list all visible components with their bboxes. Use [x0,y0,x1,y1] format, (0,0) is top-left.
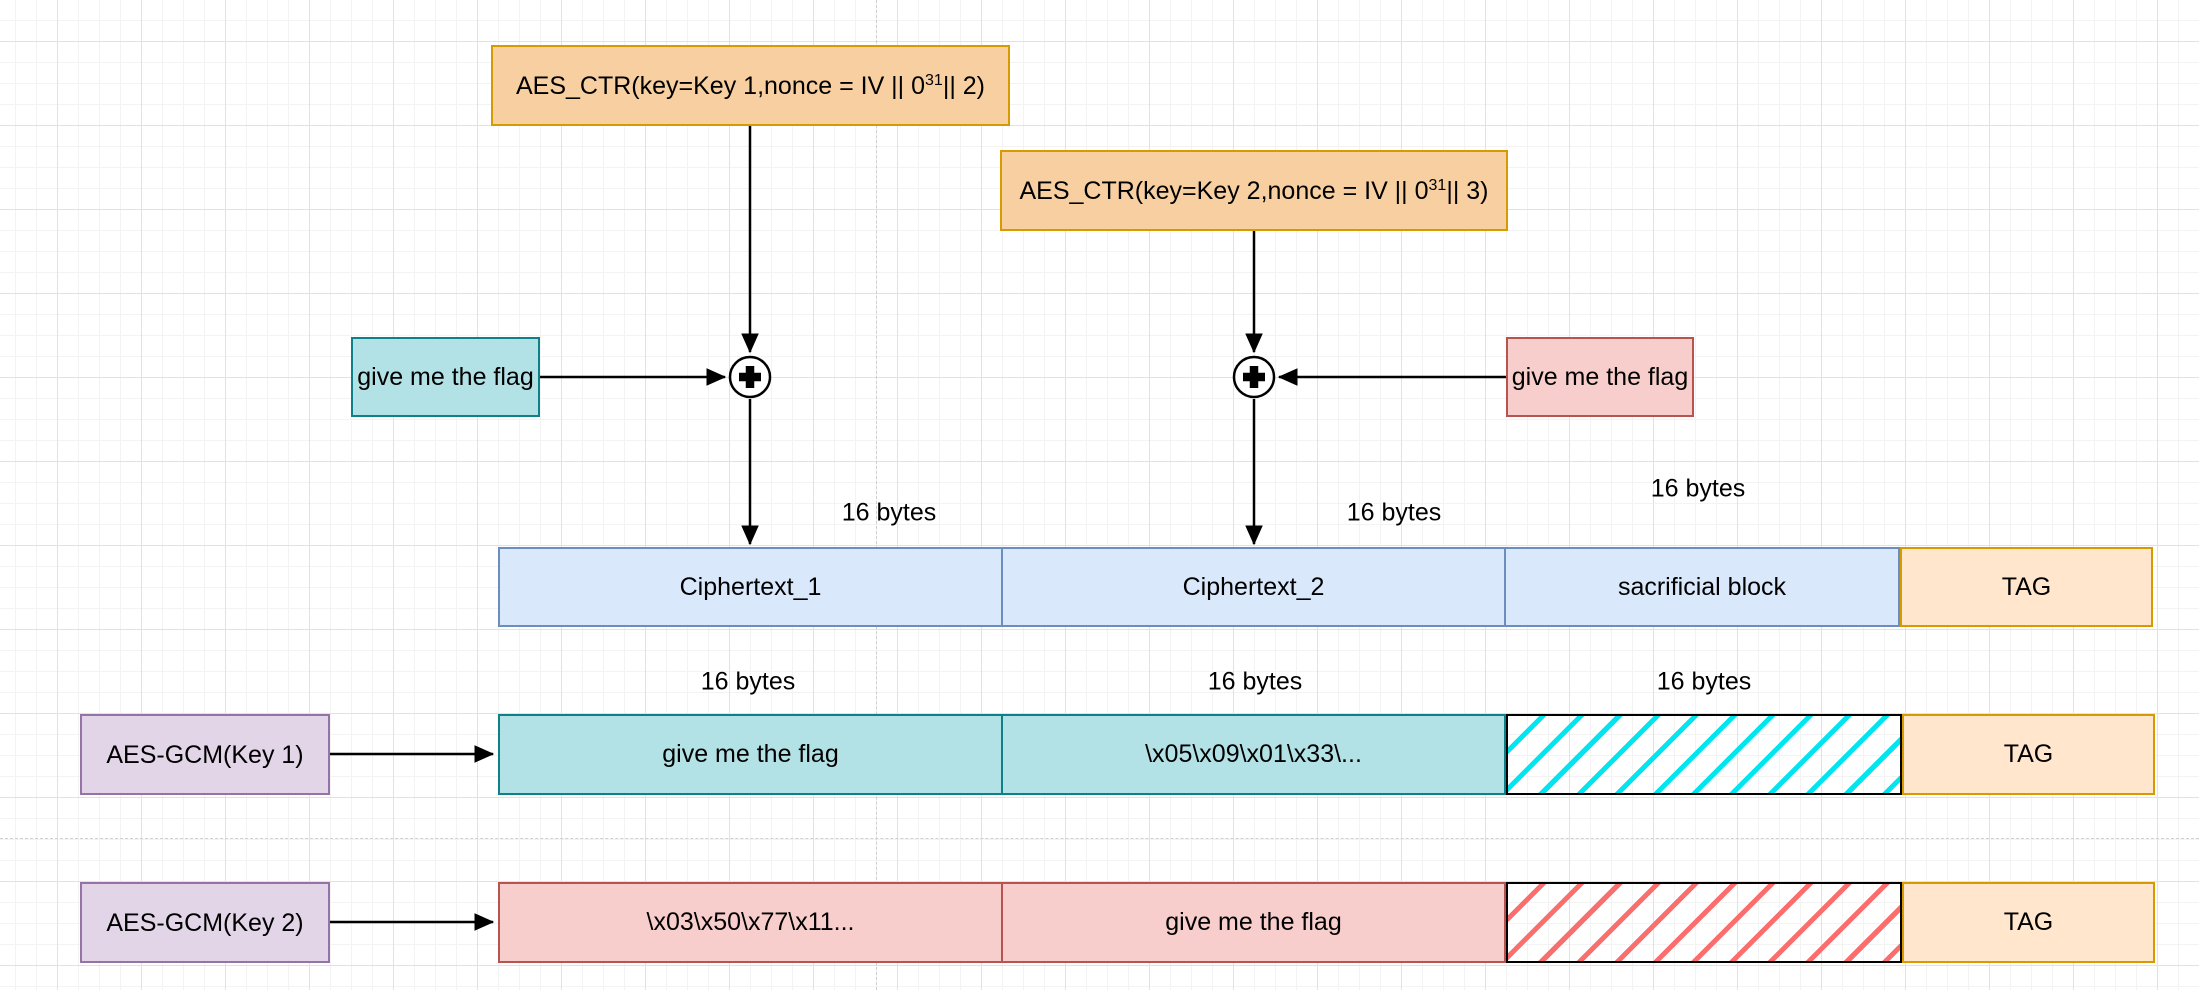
plaintext-box-left: give me the flag [351,337,540,417]
ciphertext2-cell: Ciphertext_2 [1001,547,1506,627]
size-label: 16 bytes [700,667,796,696]
size-label: 16 bytes [1650,474,1746,503]
aes-gcm-key1-box: AES-GCM(Key 1) [80,714,330,795]
tag-cell: TAG [1900,547,2153,627]
gcm2-tag-cell: TAG [1902,882,2155,963]
gcm1-tag-cell: TAG [1902,714,2155,795]
gcm1-garbage-cell: \x05\x09\x01\x33\... [1001,714,1506,795]
plaintext-left-label: give me the flag [357,363,534,391]
aes-gcm-key2-box: AES-GCM(Key 2) [80,882,330,963]
xor-icon [728,355,772,399]
plaintext-box-right: give me the flag [1506,337,1694,417]
size-label: 16 bytes [1207,667,1303,696]
ciphertext-row: Ciphertext_1 Ciphertext_2 sacrificial bl… [498,547,2153,627]
aes-gcm-key1-label: AES-GCM(Key 1) [106,740,304,769]
gcm2-garbage-cell: \x03\x50\x77\x11... [498,882,1003,963]
gcm1-plaintext-cell: give me the flag [498,714,1003,795]
aes-ctr-key2-box: AES_CTR(key=Key 2,nonce = IV || 031|| 3) [1000,150,1508,231]
gcm2-plaintext-cell: give me the flag [1001,882,1506,963]
aes-ctr-key2-label: AES_CTR(key=Key 2,nonce = IV || 031|| 3) [1019,176,1489,205]
aes-ctr-key1-box: AES_CTR(key=Key 1,nonce = IV || 031|| 2) [491,45,1010,126]
page-guide-horizontal [0,838,2199,839]
ciphertext1-cell: Ciphertext_1 [498,547,1003,627]
aes-gcm-key2-label: AES-GCM(Key 2) [106,908,304,937]
gcm1-hatched-block [1506,714,1902,795]
gcm2-hatched-block [1506,882,1902,963]
gcm1-row: give me the flag \x05\x09\x01\x33\... TA… [498,714,2155,795]
size-label: 16 bytes [1656,667,1752,696]
xor-icon [1232,355,1276,399]
size-label: 16 bytes [1346,498,1442,527]
aes-ctr-key1-label: AES_CTR(key=Key 1,nonce = IV || 031|| 2) [516,71,985,100]
size-label: 16 bytes [841,498,937,527]
page-guide-vertical [876,0,877,990]
gcm2-row: \x03\x50\x77\x11... give me the flag TAG [498,882,2155,963]
plaintext-right-label: give me the flag [1511,363,1689,391]
sacrificial-block-cell: sacrificial block [1504,547,1900,627]
